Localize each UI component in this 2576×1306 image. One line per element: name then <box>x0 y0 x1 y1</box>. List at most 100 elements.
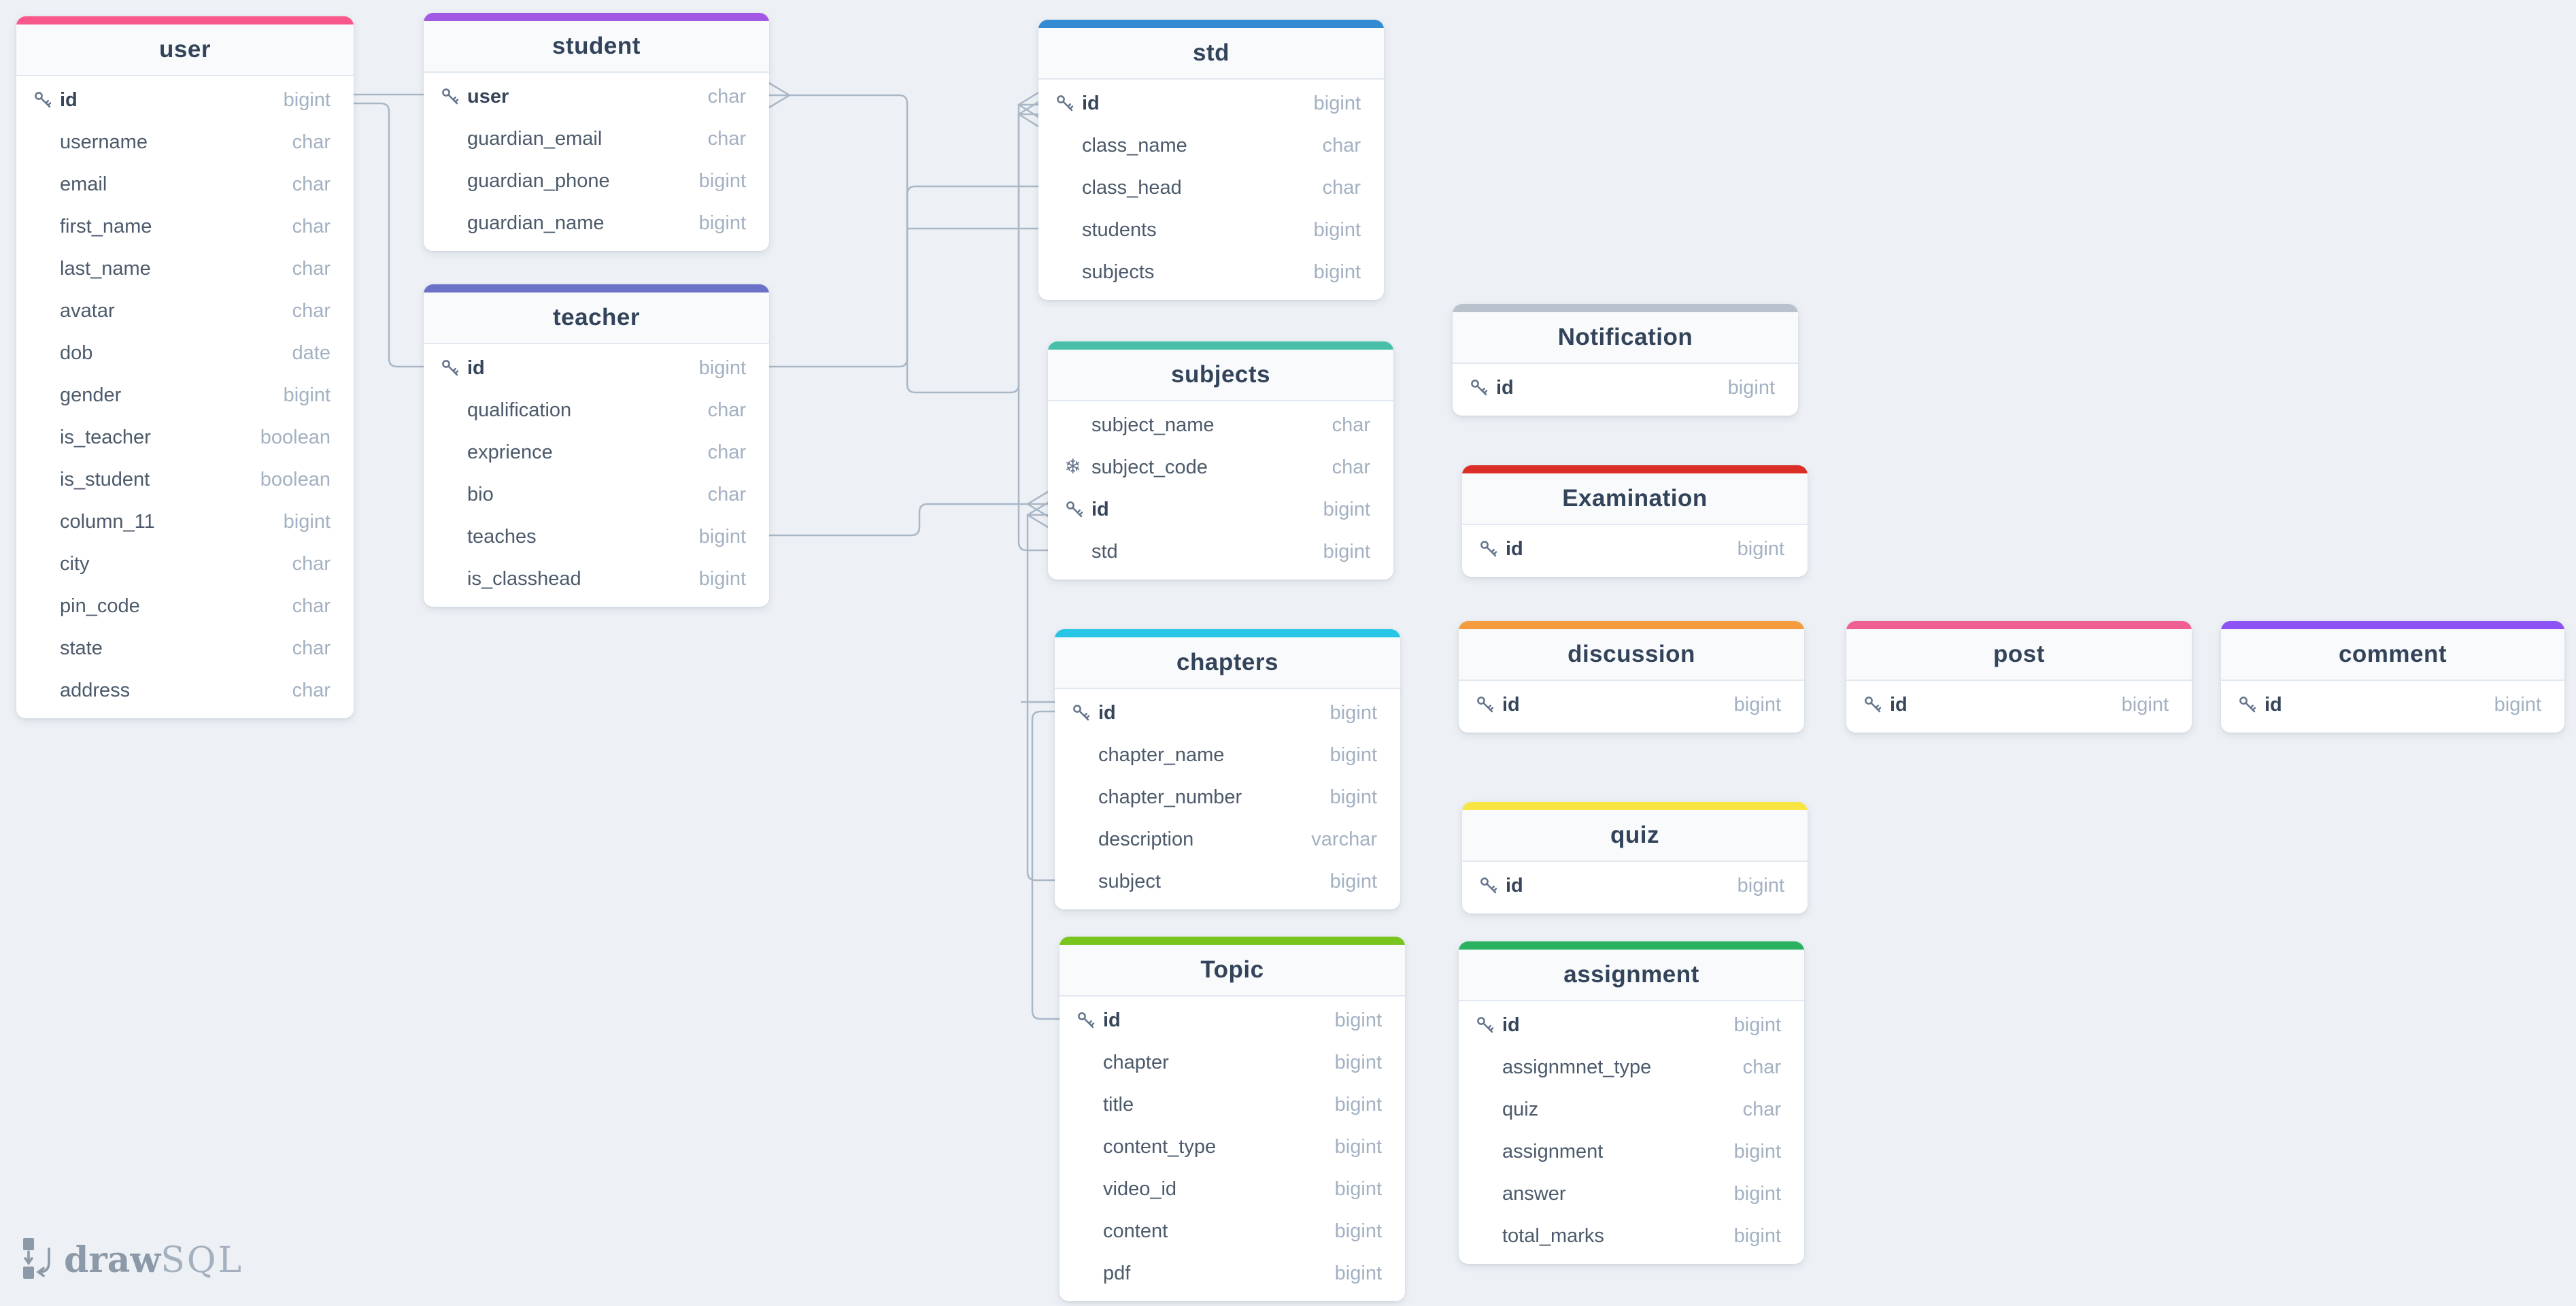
primary-key-icon <box>1475 694 1502 715</box>
table-color-strip <box>1060 937 1405 945</box>
column-type: bigint <box>1313 261 1361 283</box>
column-name: id <box>1506 874 1523 897</box>
table-columns: id bigint <box>1462 525 1808 577</box>
drawsql-logo-icon <box>19 1237 53 1284</box>
column-type: char <box>1742 1098 1781 1120</box>
column-type: bigint <box>698 567 746 590</box>
table-title: teacher <box>424 292 769 344</box>
column-type: bigint <box>698 525 746 548</box>
table-title: Topic <box>1060 945 1405 997</box>
column-name: username <box>60 131 148 153</box>
column-name: id <box>60 88 78 111</box>
column-type: bigint <box>1733 693 1781 716</box>
table-title: Examination <box>1462 473 1808 525</box>
column-type: bigint <box>1313 218 1361 241</box>
column-type: bigint <box>2121 693 2169 716</box>
column-name: class_head <box>1082 176 1182 199</box>
column-row: is_classhead bigint <box>424 558 769 600</box>
column-row: id bigint <box>1462 528 1808 570</box>
column-name: id <box>1496 376 1514 399</box>
column-name: title <box>1103 1093 1134 1116</box>
column-name: chapter <box>1103 1051 1169 1073</box>
column-name: gender <box>60 384 122 406</box>
column-name: qualification <box>467 399 572 421</box>
crows-foot <box>768 82 791 109</box>
table-color-strip <box>1846 621 2192 629</box>
drawsql-logo: drawSQL <box>19 1237 243 1284</box>
column-type: char <box>707 483 746 505</box>
column-name: id <box>1506 537 1523 560</box>
primary-key-icon <box>1478 539 1506 559</box>
column-name: exprience <box>467 441 553 463</box>
table-title: chapters <box>1055 637 1400 689</box>
column-name: id <box>1098 701 1116 724</box>
column-name: id <box>1091 498 1109 520</box>
column-type: char <box>1742 1056 1781 1078</box>
column-type: bigint <box>1329 743 1377 766</box>
column-type: char <box>1332 456 1370 478</box>
column-name: email <box>60 173 107 195</box>
column-type: char <box>292 131 331 153</box>
column-type: bigint <box>1313 92 1361 114</box>
column-name: students <box>1082 218 1157 241</box>
crows-foot <box>1026 501 1049 529</box>
table-color-strip <box>1462 465 1808 473</box>
column-name: guardian_name <box>467 212 605 234</box>
table-card-examination[interactable]: Examination id bigint <box>1462 465 1808 577</box>
column-row: students bigint <box>1038 209 1384 251</box>
snowflake-glyph: ❄ <box>1064 456 1082 478</box>
primary-key-icon <box>1478 875 1506 896</box>
primary-key-icon <box>1076 1010 1103 1031</box>
logo-word-draw: draw <box>64 1239 161 1281</box>
column-name: assignment <box>1502 1140 1604 1162</box>
column-type: bigint <box>2494 693 2541 716</box>
column-name: is_classhead <box>467 567 581 590</box>
column-name: last_name <box>60 257 151 280</box>
column-name: is_teacher <box>60 426 151 448</box>
table-title: discussion <box>1459 629 1804 681</box>
column-type: bigint <box>1737 537 1784 560</box>
column-row: username char <box>16 121 354 163</box>
column-name: pdf <box>1103 1262 1131 1284</box>
column-type: bigint <box>1737 874 1784 897</box>
column-name: id <box>1890 693 1908 716</box>
table-color-strip <box>16 16 354 24</box>
column-type: varchar <box>1311 828 1377 850</box>
